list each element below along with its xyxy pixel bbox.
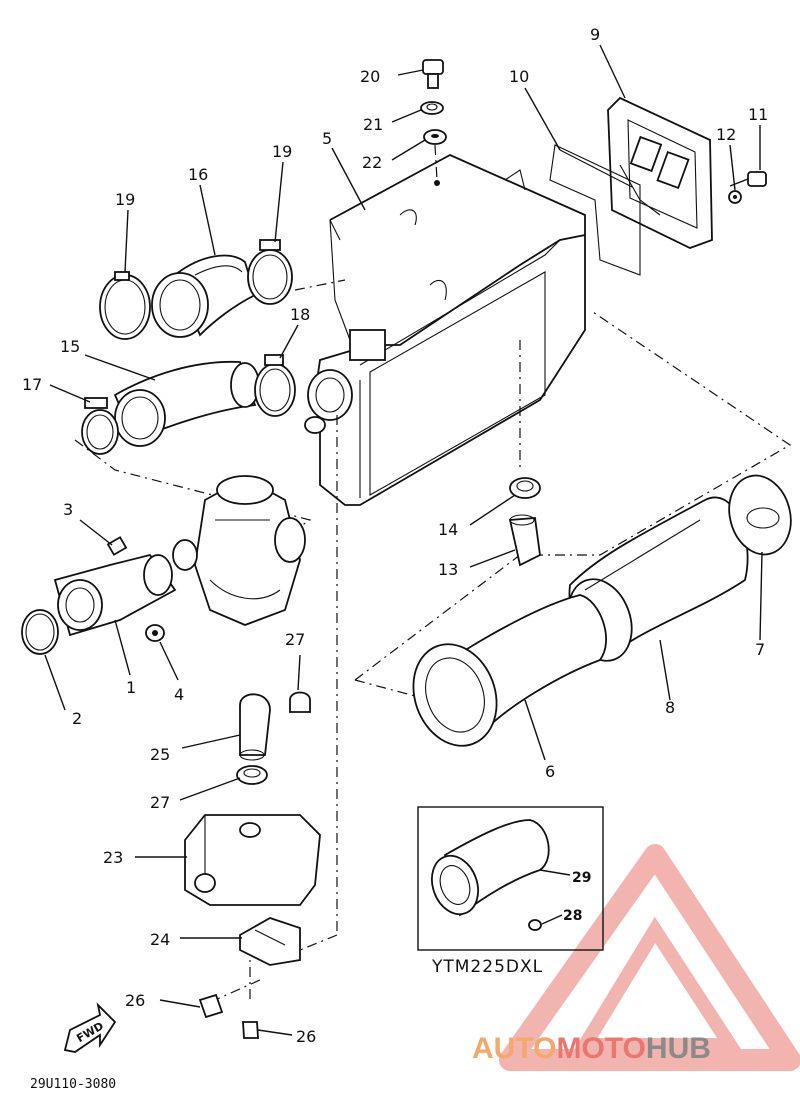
end-cap-7 (728, 474, 792, 556)
label-21: 21 (363, 115, 383, 134)
filter-guide-6 (412, 594, 607, 747)
bolt-3 (106, 536, 128, 556)
label-26-right: 26 (296, 1027, 316, 1046)
joint-hose-16 (151, 254, 257, 338)
screw-26-left (198, 993, 224, 1019)
bolt-20 (422, 59, 444, 89)
label-15: 15 (60, 337, 80, 356)
clamp-17 (81, 397, 119, 455)
clamp-19-left (99, 271, 151, 340)
leader-lines (44, 44, 763, 1036)
label-4: 4 (174, 685, 184, 704)
air-box-housing (304, 153, 586, 506)
label-7: 7 (755, 640, 765, 659)
label-6: 6 (545, 762, 555, 781)
watermark-text: AUTOMOTOHUB (472, 1032, 711, 1065)
label-2: 2 (72, 709, 82, 728)
check-valve-13 (508, 514, 541, 567)
label-22: 22 (362, 153, 382, 172)
manifold-1 (53, 553, 177, 637)
label-28: 28 (563, 908, 582, 924)
label-16: 16 (188, 165, 208, 184)
label-19-right: 19 (272, 142, 292, 161)
washer-12 (728, 190, 742, 204)
label-12: 12 (716, 125, 736, 144)
drain-tank-23 (184, 814, 321, 906)
label-11: 11 (748, 105, 768, 124)
hose-25 (239, 693, 271, 761)
label-13: 13 (438, 560, 458, 579)
screw-11 (729, 171, 767, 187)
air-box-cover (607, 96, 713, 249)
label-14: 14 (438, 520, 458, 539)
diagram-code: 29U110-3080 (30, 1077, 116, 1092)
label-8: 8 (665, 698, 675, 717)
label-5: 5 (322, 129, 332, 148)
label-19-left: 19 (115, 190, 135, 209)
o-ring-2 (21, 609, 59, 655)
clip-27-top (289, 691, 311, 713)
label-24: 24 (150, 930, 170, 949)
nut-4 (145, 624, 165, 642)
cover-seal (549, 144, 641, 276)
label-1: 1 (126, 678, 136, 697)
label-25: 25 (150, 745, 170, 764)
label-20: 20 (360, 67, 380, 86)
label-23: 23 (103, 848, 123, 867)
fwd-arrow-icon (63, 1002, 117, 1053)
watermark-logo (499, 844, 800, 1071)
screw-26-right (242, 1021, 259, 1039)
washer-21 (420, 101, 444, 115)
clamp-19-right (247, 239, 293, 305)
inset-caption: YTM225DXL (431, 957, 543, 977)
carburetor (172, 475, 306, 626)
label-17: 17 (22, 375, 42, 394)
label-27-bottom: 27 (150, 793, 170, 812)
bracket-24 (239, 917, 301, 966)
clamp-14 (509, 477, 541, 499)
label-29: 29 (572, 870, 591, 886)
label-18: 18 (290, 305, 310, 324)
label-3: 3 (63, 500, 73, 519)
clip-27-bottom (236, 765, 268, 785)
label-10: 10 (509, 67, 529, 86)
label-27-top: 27 (285, 630, 305, 649)
inset-box (417, 806, 604, 951)
label-9: 9 (590, 25, 600, 44)
grommet-22 (423, 129, 447, 145)
clamp-18 (254, 354, 296, 417)
intake-hose-15 (113, 360, 260, 447)
label-26-left: 26 (125, 991, 145, 1010)
